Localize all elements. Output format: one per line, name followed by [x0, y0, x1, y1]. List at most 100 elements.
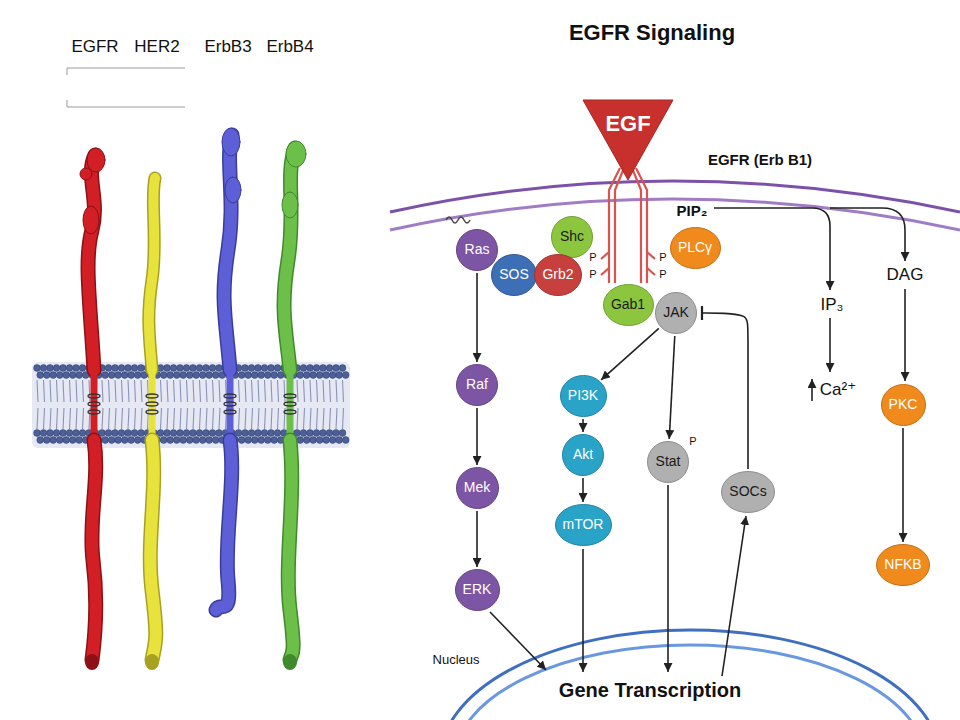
lipid-head [261, 365, 268, 372]
lipid-tail [304, 408, 305, 429]
lipid-heads [34, 365, 346, 372]
lipid-tail [174, 380, 175, 402]
lipid-head [34, 430, 41, 437]
lipid-tail [128, 380, 129, 402]
lipid-head [199, 437, 206, 444]
receptor-tail [150, 440, 156, 660]
helix-ring [146, 410, 158, 414]
lipid-head [131, 365, 138, 372]
lipid-tail [317, 380, 318, 402]
lipid-tail [271, 380, 272, 402]
receptor-bulge [83, 206, 99, 234]
receptor-outline [224, 135, 232, 370]
lipid-head [303, 372, 310, 379]
lipid-tail [343, 380, 344, 402]
protein-circle: JAK [655, 292, 697, 334]
nucleus-line [455, 645, 925, 720]
lipid-tail [297, 380, 298, 402]
lipid-tail [187, 408, 188, 429]
lipid-head [173, 372, 180, 379]
lipid-head [216, 430, 223, 437]
receptor-tail [288, 440, 293, 660]
lipid-head [105, 430, 112, 437]
lipid-tail [57, 380, 58, 402]
protein-circle: Ras [456, 229, 498, 271]
lipid-tail [265, 408, 266, 429]
node-label: SOS [499, 267, 529, 282]
phospho-mark: P [589, 251, 596, 264]
lipid-tail [102, 380, 103, 402]
helix-ring [224, 402, 236, 406]
lipid-head [310, 372, 317, 379]
node-label: JAK [663, 305, 689, 320]
lipid-head [251, 372, 258, 379]
node-label: Grb2 [542, 267, 573, 282]
phospho-mark: P [689, 435, 696, 448]
lipid-head [245, 437, 252, 444]
lipid-head [271, 437, 278, 444]
lipid-head [134, 437, 141, 444]
lipid-tail [219, 380, 220, 402]
lipid-tail [278, 380, 279, 402]
lipid-tail [304, 380, 305, 402]
activation-arrow [476, 408, 478, 465]
lipid-head [342, 437, 349, 444]
lipid-tail [148, 408, 149, 429]
activation-arrow [669, 336, 675, 439]
lipid-head [190, 430, 197, 437]
lipid-head [73, 365, 80, 372]
receptor-strand [636, 168, 647, 283]
protein-circle: NFKB [876, 544, 930, 586]
lipid-head [108, 437, 115, 444]
circle-fill [722, 472, 775, 513]
lipid-head [164, 430, 171, 437]
node-label: Gab1 [611, 297, 645, 312]
receptor-domain [284, 148, 295, 370]
lipid-head [264, 437, 271, 444]
lipid-tail [226, 408, 227, 429]
lipid-tail [187, 380, 188, 402]
lipid-tail [70, 380, 71, 402]
lipid-head [128, 437, 135, 444]
cell-membrane [390, 181, 960, 230]
lipid-tail [317, 408, 318, 429]
membrane-line [390, 199, 960, 230]
receptor-bulge [225, 177, 241, 203]
receptor-end [283, 654, 297, 670]
lipid-tail [180, 380, 181, 402]
helix-ring [88, 394, 100, 398]
circle-fill [492, 255, 537, 296]
lipid-head [50, 437, 57, 444]
lipid-head [323, 372, 330, 379]
lipid-tail [219, 408, 220, 429]
receptor-domain [149, 178, 155, 370]
lipid-head [271, 372, 278, 379]
phospho-tick [601, 252, 609, 259]
circle-fill [670, 228, 720, 269]
lipid-tail [310, 380, 311, 402]
lipid-head [118, 430, 125, 437]
receptor-domain [224, 135, 232, 370]
lipid-head [115, 437, 122, 444]
lipid-head [177, 430, 184, 437]
lipid-tail [122, 380, 123, 402]
node-label: EGF [605, 112, 650, 136]
circle-fill [560, 376, 606, 417]
lipid-head [43, 437, 50, 444]
lipid-head [66, 430, 73, 437]
lipid-tail [135, 380, 136, 402]
lipid-tail [323, 380, 324, 402]
lipid-tail [57, 408, 58, 429]
lipid-heads [37, 372, 349, 379]
circle-fill [457, 230, 498, 271]
receptor-end [145, 654, 159, 670]
circle-fill [877, 545, 930, 586]
lipid-tail [44, 380, 45, 402]
arrow [904, 289, 906, 381]
lipid-head [76, 372, 83, 379]
lipid-head [193, 372, 200, 379]
lipid-head [310, 437, 317, 444]
lipid-tail [336, 380, 337, 402]
lipid-head [63, 372, 70, 379]
